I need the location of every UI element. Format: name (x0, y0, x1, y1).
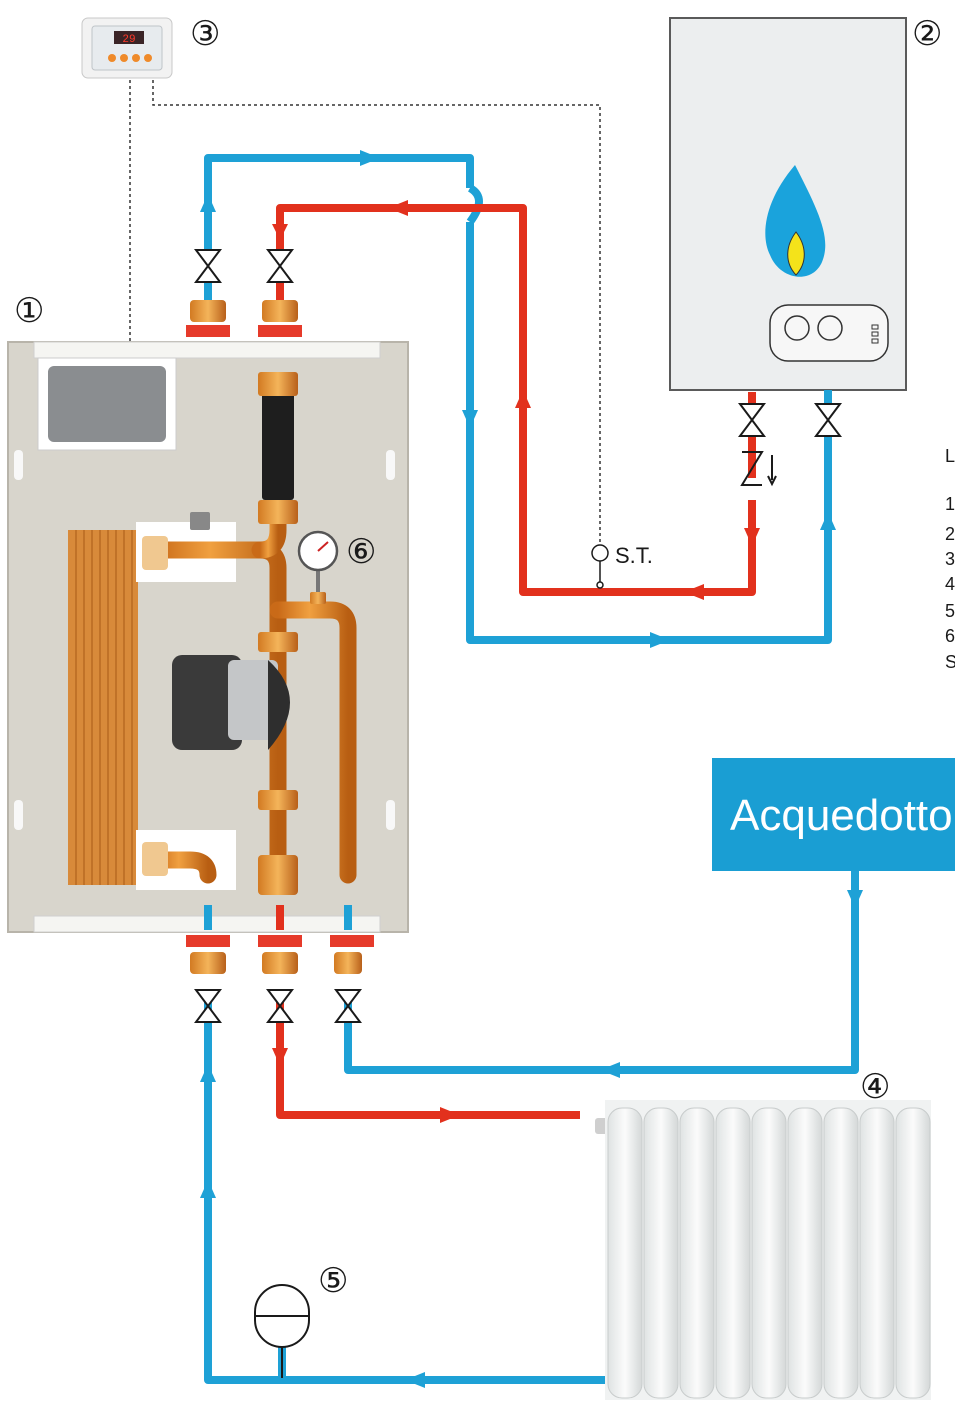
flow-arrows (200, 150, 863, 1388)
controller-display: 29 (122, 34, 135, 46)
water-supply-box (712, 758, 955, 871)
valves (194, 249, 842, 1023)
svg-text:2: 2 (945, 524, 955, 544)
signal-wires (129, 80, 601, 545)
svg-text:5: 5 (945, 601, 955, 621)
svg-text:6: 6 (945, 626, 955, 646)
callout-module: ① (14, 292, 44, 330)
svg-text:3: 3 (945, 549, 955, 569)
radiator (595, 1100, 931, 1400)
callout-radiator: ④ (860, 1068, 890, 1106)
temperature-sensor (591, 544, 609, 589)
callout-expansion-tank: ⑤ (318, 1262, 348, 1300)
svg-text:4: 4 (945, 574, 955, 594)
pipe-connectors (186, 300, 374, 974)
legend-partial: L 1 2 3 4 5 6 S (945, 446, 955, 672)
flame-icon (765, 165, 826, 277)
circulation-pump (172, 655, 290, 750)
sensor-label: S.T. (615, 543, 653, 568)
boiler (669, 17, 907, 391)
boiler-control-panel (769, 304, 889, 362)
svg-text:1: 1 (945, 494, 955, 514)
water-supply-label: Acquedotto (730, 791, 953, 840)
check-valve (740, 451, 777, 487)
expansion-tank (254, 1284, 310, 1378)
heat-exchanger-module (7, 336, 409, 933)
callout-controller: ③ (190, 15, 220, 53)
controller: 29 (81, 17, 173, 79)
callout-boiler: ② (912, 15, 942, 53)
pressure-gauge (297, 530, 339, 604)
svg-text:S: S (945, 652, 955, 672)
callout-gauge: ⑥ (346, 533, 376, 571)
svg-text:L: L (945, 446, 955, 466)
